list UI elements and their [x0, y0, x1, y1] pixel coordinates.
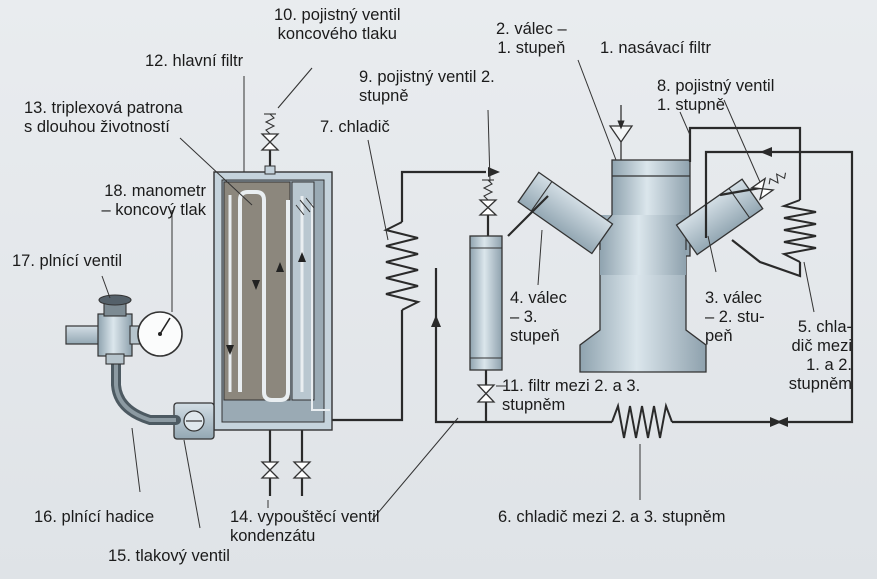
label-1: 1. nasávací filtr	[600, 39, 711, 57]
cooler-5-coil	[780, 199, 817, 263]
label-12: 12. hlavní filtr	[145, 52, 244, 70]
label-16: 16. plnící hadice	[34, 508, 155, 526]
intake-filter-symbol	[608, 105, 634, 160]
pressure-valve-block	[173, 402, 215, 440]
filter-11	[469, 235, 503, 403]
label-2: 2. válec –1. stupeň	[496, 20, 567, 57]
label-7: 7. chladič	[320, 118, 390, 136]
filling-valve	[65, 294, 143, 365]
label-9: 9. pojistný ventil 2.stupně	[359, 68, 495, 105]
label-6: 6. chladič mezi 2. a 3. stupněm	[498, 508, 726, 526]
label-17: 17. plnící ventil	[12, 252, 123, 270]
filling-hose	[111, 345, 181, 425]
label-15: 15. tlakový ventil	[108, 547, 230, 565]
label-18: 18. manometr– koncový tlak	[101, 182, 206, 219]
leader-lines	[101, 59, 815, 529]
relief-valve-8	[750, 172, 787, 201]
label-4: 4. válec– 3.stupeň	[510, 289, 567, 345]
compressor-block	[517, 159, 764, 373]
drain-valves	[260, 461, 312, 479]
cooler-6-coil	[611, 402, 673, 439]
label-3: 3. válec– 2. stu-peň	[705, 289, 765, 345]
relief-valve-10	[260, 67, 313, 151]
cooler-7-coil	[383, 221, 421, 311]
flow-arrows	[431, 147, 788, 427]
relief-valve-9	[478, 179, 498, 216]
manometer	[137, 311, 183, 357]
label-11: 11. filtr mezi 2. a 3.stupněm	[502, 377, 641, 414]
main-filter-housing	[213, 165, 333, 431]
